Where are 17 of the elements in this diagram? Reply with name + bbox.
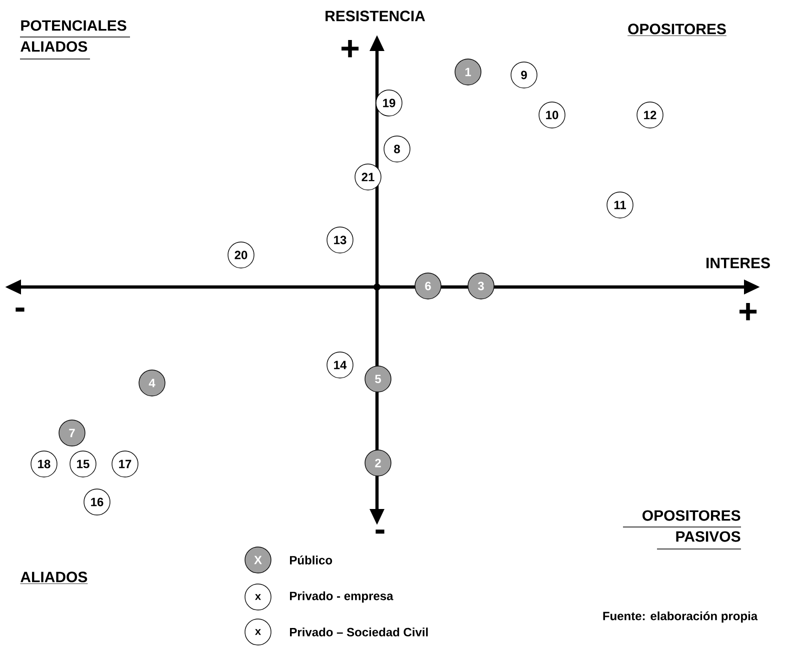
legend-text: Privado - empresa (290, 591, 394, 603)
sign-label: - (16, 308, 24, 312)
legend-sample: x (244, 584, 272, 610)
quadrant-label: OPOSITORES (627, 24, 727, 36)
sign-label: + (740, 303, 757, 320)
quadrant-label: OPOSITORES PASIVOS (622, 510, 742, 550)
axis-label: Fuente: elaboración propia (603, 611, 758, 623)
legend-sample: x (244, 618, 272, 646)
quadrant-label: POTENCIALES ALIADOS (20, 20, 130, 60)
sign-label: - (376, 530, 384, 534)
legend-text: Público (290, 556, 332, 564)
axis-label: INTERES (706, 258, 770, 268)
sign-label: + (342, 40, 359, 58)
legend-sample: X (244, 546, 272, 574)
quadrant-label: ALIADOS (20, 572, 88, 584)
legend-text: Privado – Sociedad Civil (290, 628, 428, 636)
axis-label: RESISTENCIA (326, 10, 426, 22)
